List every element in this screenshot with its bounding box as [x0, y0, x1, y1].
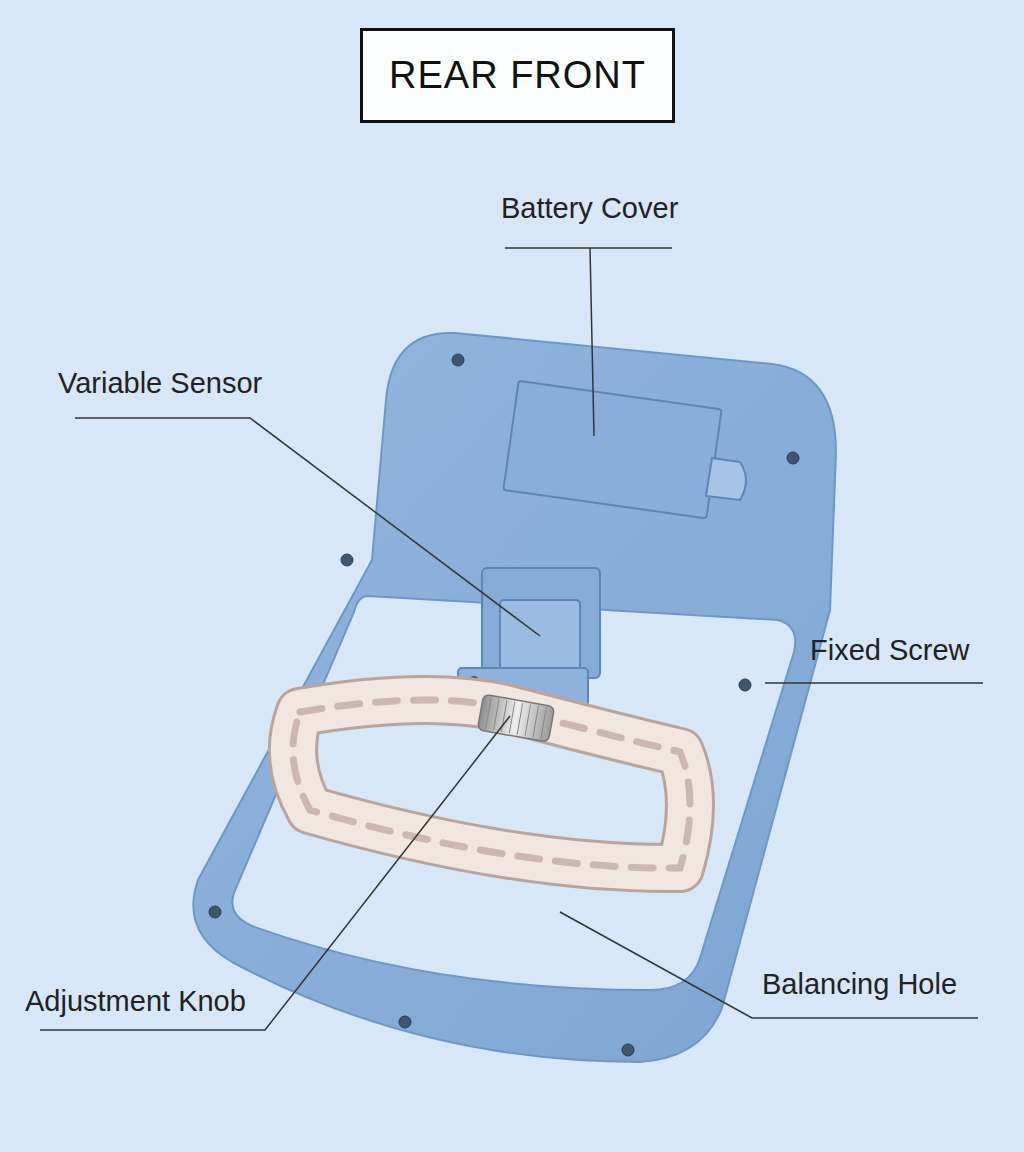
battery-cover — [503, 381, 721, 518]
title-text: REAR FRONT — [389, 54, 646, 97]
part-label: Balancing Hole — [762, 968, 957, 1001]
leader-lines — [40, 248, 983, 1030]
part-label: Battery Cover — [501, 192, 678, 225]
part-label: Adjustment Knob — [25, 985, 246, 1018]
battery-latch — [706, 458, 746, 500]
part-label: Variable Sensor — [58, 367, 262, 400]
device-body — [193, 333, 836, 1062]
part-label: Fixed Screw — [810, 634, 970, 667]
adjustment-knob — [477, 694, 554, 742]
fixed-screws — [209, 354, 799, 1056]
title-box: REAR FRONT — [360, 28, 675, 123]
